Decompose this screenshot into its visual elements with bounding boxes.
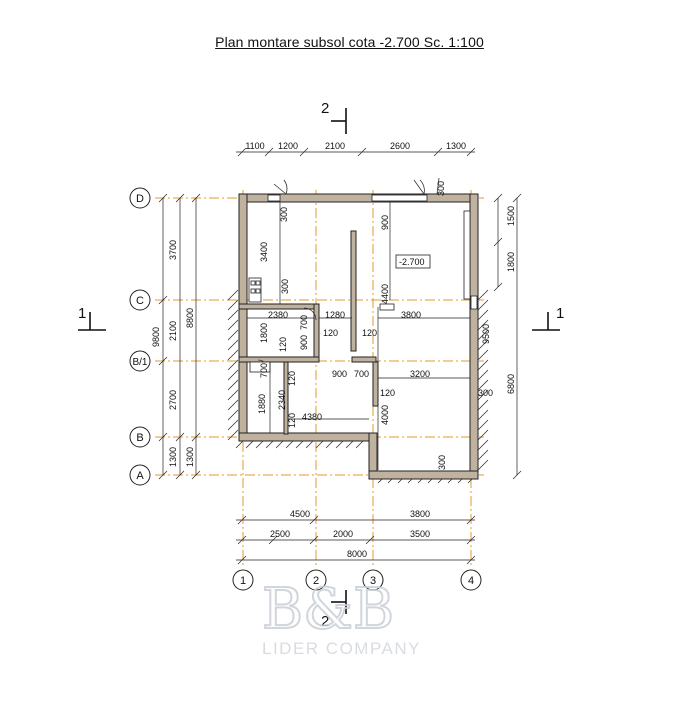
section-label-right: 1	[556, 305, 564, 322]
axis-label-b: B	[136, 432, 143, 444]
plan-title: Plan montare subsol cota -2.700 Sc. 1:10…	[215, 34, 484, 50]
axis-label-d: D	[136, 193, 144, 205]
section-cuts	[78, 108, 560, 614]
dim-inner: 3400	[259, 242, 269, 262]
dim-left-a-4: 1300	[168, 447, 178, 467]
ground-hatch	[227, 289, 489, 484]
dim-left-b-1: 8800	[185, 308, 195, 328]
dim-bottom-a-1: 4500	[290, 509, 310, 519]
watermark-logo: B&B	[262, 577, 394, 642]
axis-label-4: 4	[468, 575, 474, 587]
axis-label-2: 2	[313, 575, 319, 587]
dim-inner: 2340	[277, 390, 287, 410]
dim-inner: 2380	[268, 310, 288, 320]
dim-inner: 4380	[302, 412, 322, 422]
walls	[238, 193, 479, 480]
dim-inner: 300	[280, 279, 290, 294]
axis-bubbles	[129, 187, 482, 591]
dim-inner: 900	[299, 335, 309, 350]
dim-inner: 300	[279, 207, 289, 222]
section-label-left: 1	[78, 305, 86, 322]
dim-inner: 120	[278, 337, 288, 352]
dim-inner: 1800	[259, 323, 269, 343]
dim-inner: 700	[299, 315, 309, 330]
dim-left-a-1: 3700	[168, 240, 178, 260]
axis-label-b1: B/1	[132, 357, 147, 368]
dim-left-a-3: 2700	[168, 390, 178, 410]
dim-inner: 700	[354, 369, 369, 379]
watermark-text: LIDER COMPANY	[262, 639, 421, 658]
dim-inner: 1880	[257, 394, 267, 414]
dim-top-3: 2100	[325, 141, 345, 151]
watermark: B&B LIDER COMPANY	[261, 576, 421, 658]
dim-inner: 120	[362, 328, 377, 338]
dim-bottom-b-1: 2500	[270, 529, 290, 539]
dim-right-a-1: 1500	[506, 206, 516, 226]
axis-label-c: C	[136, 295, 144, 307]
dim-left-b-2: 1300	[185, 447, 195, 467]
windows	[267, 194, 478, 310]
dim-inner: 120	[380, 388, 395, 398]
fittings	[248, 277, 395, 373]
dim-bottom-b-3: 3500	[410, 529, 430, 539]
dim-top-5: 1300	[446, 141, 466, 151]
dim-left-total: 9800	[151, 327, 161, 347]
dim-inner: 1280	[325, 310, 345, 320]
dim-inner: 120	[287, 413, 297, 428]
section-label-top: 2	[321, 100, 329, 117]
dim-inner: 120	[287, 371, 297, 386]
dim-inner: 9500	[481, 324, 491, 344]
dim-right-total: 6800	[506, 374, 516, 394]
dim-inner: 4000	[380, 405, 390, 425]
dim-bottom-b-2: 2000	[333, 529, 353, 539]
dim-inner: 300	[437, 455, 447, 470]
dim-bottom-total: 8000	[347, 549, 367, 559]
dim-inner: 120	[323, 328, 338, 338]
dim-top-1: 1100	[245, 141, 264, 151]
inner-dim-lines	[247, 202, 470, 470]
dim-inner: 300	[436, 181, 446, 196]
dim-right-a-2: 1800	[506, 252, 516, 272]
axis-label-a: A	[136, 470, 144, 482]
axis-label-3: 3	[370, 575, 376, 587]
level-tag: -2.700	[399, 257, 425, 267]
dim-top-4: 2600	[390, 141, 410, 151]
dim-inner: 700	[259, 363, 269, 378]
dim-left-a-2: 2100	[168, 321, 178, 341]
level-tag-box	[395, 254, 431, 269]
dim-inner: 3200	[410, 369, 430, 379]
dim-inner: 900	[332, 369, 347, 379]
dim-inner: 4400	[380, 284, 390, 304]
section-label-bottom: 2	[321, 613, 329, 630]
dim-bottom-a-2: 3800	[410, 509, 430, 519]
axis-label-1: 1	[240, 575, 246, 587]
outer-dim-lines	[158, 147, 522, 565]
dim-top-2: 1200	[278, 141, 298, 151]
dim-inner: 300	[478, 388, 493, 398]
dim-inner: 900	[380, 215, 390, 230]
dim-inner: 3800	[401, 310, 421, 320]
